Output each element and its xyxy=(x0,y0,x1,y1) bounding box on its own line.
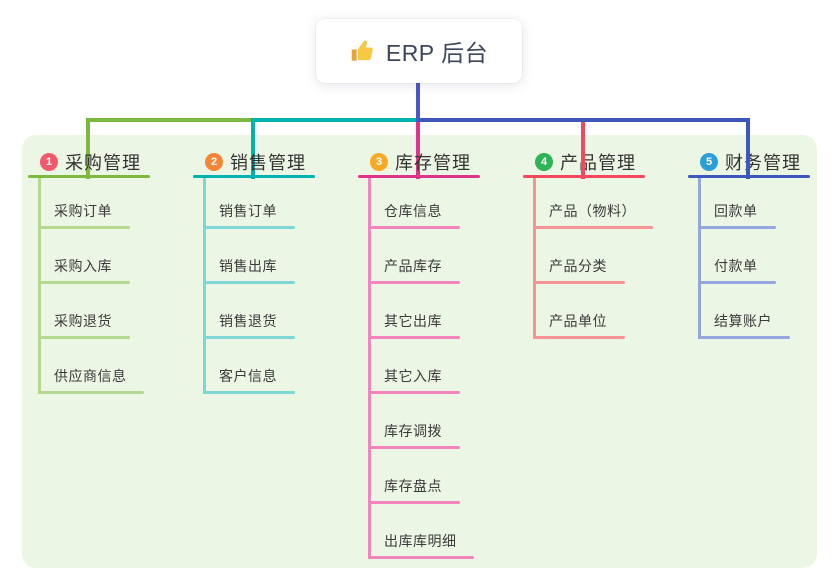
child-underline xyxy=(368,336,460,339)
branch-spine-2 xyxy=(203,178,206,394)
child-node[interactable]: 出库库明细 xyxy=(384,533,457,549)
branch-badge-4: 4 xyxy=(535,153,553,171)
child-node[interactable]: 产品库存 xyxy=(384,258,442,274)
branch-badge-1: 1 xyxy=(40,153,58,171)
child-node[interactable]: 其它出库 xyxy=(384,313,442,329)
root-node[interactable]: ERP 后台 xyxy=(316,19,522,83)
child-underline xyxy=(698,281,776,284)
child-underline xyxy=(368,391,460,394)
child-underline xyxy=(203,391,295,394)
child-node[interactable]: 库存调拨 xyxy=(384,423,442,439)
branch-badge-5: 5 xyxy=(700,153,718,171)
connector-bus-branch-2 xyxy=(251,118,420,122)
connector-branch-5 xyxy=(746,118,750,179)
child-underline xyxy=(533,281,625,284)
connector-bus-branch-5 xyxy=(416,118,750,122)
child-underline xyxy=(368,226,460,229)
branch-spine-4 xyxy=(533,178,536,339)
branch-node-5[interactable]: 5 财务管理 xyxy=(700,149,801,175)
branch-badge-3: 3 xyxy=(370,153,388,171)
child-node[interactable]: 销售退货 xyxy=(219,313,277,329)
child-node[interactable]: 付款单 xyxy=(714,258,758,274)
child-node[interactable]: 仓库信息 xyxy=(384,203,442,219)
connector-root xyxy=(416,83,420,122)
branch-label-5: 财务管理 xyxy=(725,153,801,173)
branch-badge-2: 2 xyxy=(205,153,223,171)
branch-label-3: 库存管理 xyxy=(395,153,471,173)
child-underline xyxy=(698,336,790,339)
branches-panel xyxy=(22,135,817,568)
branch-node-4[interactable]: 4 产品管理 xyxy=(535,149,636,175)
child-node[interactable]: 销售出库 xyxy=(219,258,277,274)
child-node[interactable]: 客户信息 xyxy=(219,368,277,384)
child-node[interactable]: 产品（物料） xyxy=(549,203,636,219)
branch-node-2[interactable]: 2 销售管理 xyxy=(205,149,306,175)
root-node-label: ERP 后台 xyxy=(385,40,489,66)
child-underline xyxy=(38,226,130,229)
connector-branch-3 xyxy=(416,118,420,179)
child-underline xyxy=(38,281,130,284)
child-underline xyxy=(38,391,144,394)
branch-spine-5 xyxy=(698,178,701,339)
child-underline xyxy=(203,336,295,339)
child-underline xyxy=(698,226,776,229)
branch-node-1[interactable]: 1 采购管理 xyxy=(40,149,141,175)
child-underline xyxy=(368,556,474,559)
child-node[interactable]: 采购订单 xyxy=(54,203,112,219)
child-node[interactable]: 采购入库 xyxy=(54,258,112,274)
branch-underline-1 xyxy=(28,175,150,178)
child-node[interactable]: 采购退货 xyxy=(54,313,112,329)
branch-label-1: 采购管理 xyxy=(65,153,141,173)
connector-branch-4 xyxy=(581,118,585,179)
branch-underline-2 xyxy=(193,175,315,178)
child-underline xyxy=(203,281,295,284)
connector-branch-2 xyxy=(251,118,255,179)
child-node[interactable]: 供应商信息 xyxy=(54,368,127,384)
branch-spine-1 xyxy=(38,178,41,394)
child-underline xyxy=(368,501,460,504)
branch-label-4: 产品管理 xyxy=(560,153,636,173)
child-underline xyxy=(533,336,625,339)
child-underline xyxy=(368,446,460,449)
connector-branch-1 xyxy=(86,118,90,179)
child-underline xyxy=(203,226,295,229)
child-underline xyxy=(533,226,653,229)
child-node[interactable]: 其它入库 xyxy=(384,368,442,384)
child-underline xyxy=(38,336,130,339)
child-node[interactable]: 库存盘点 xyxy=(384,478,442,494)
branch-node-3[interactable]: 3 库存管理 xyxy=(370,149,471,175)
child-node[interactable]: 结算账户 xyxy=(714,313,772,329)
child-node[interactable]: 产品分类 xyxy=(549,258,607,274)
child-node[interactable]: 销售订单 xyxy=(219,203,277,219)
branch-label-2: 销售管理 xyxy=(230,153,306,173)
thumbs-up-icon xyxy=(350,38,376,64)
child-underline xyxy=(368,281,460,284)
child-node[interactable]: 产品单位 xyxy=(549,313,607,329)
branch-spine-3 xyxy=(368,178,371,559)
child-node[interactable]: 回款单 xyxy=(714,203,758,219)
